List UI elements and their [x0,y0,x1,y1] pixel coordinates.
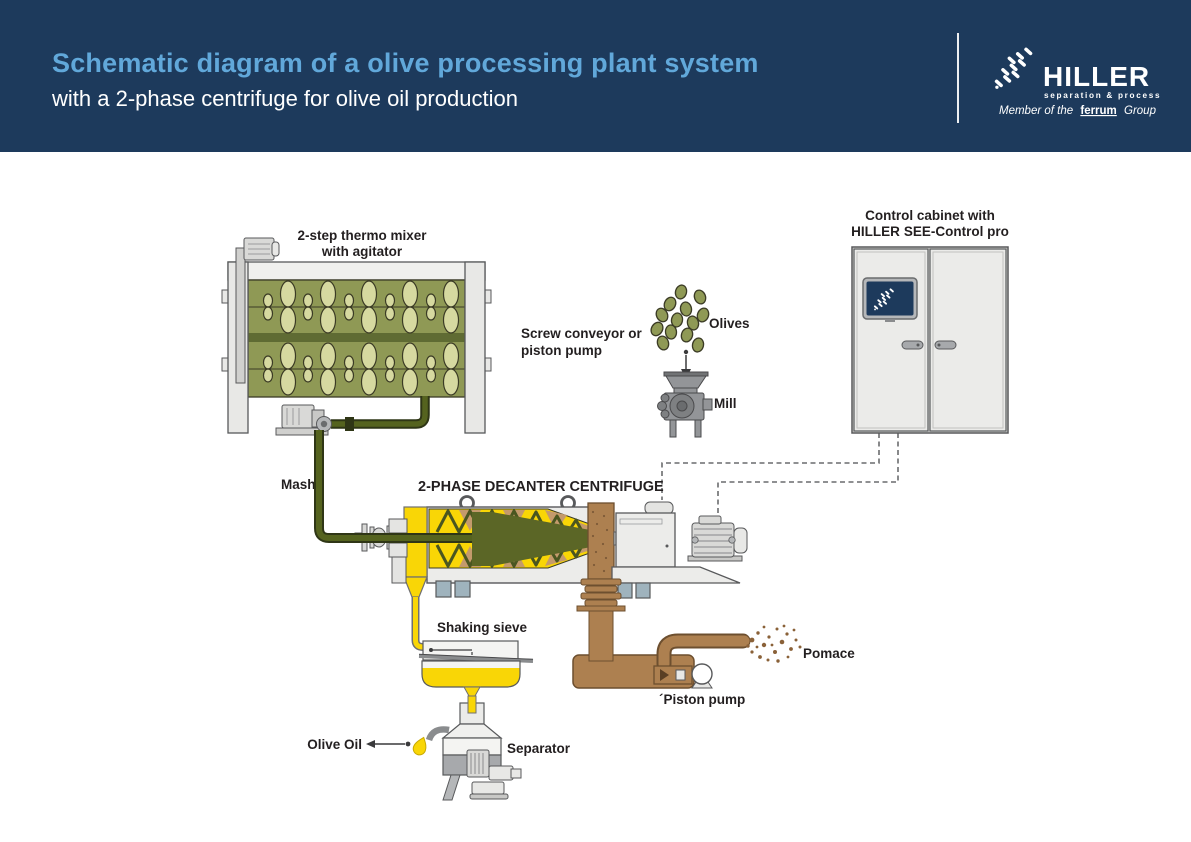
solids-discharge-column [587,502,615,580]
machine-base-frame [611,566,741,584]
mash-label: Mash [281,477,316,492]
agitator-motor [235,237,280,384]
separator [425,686,522,801]
header-banner: Schematic diagram of a olive processing … [0,0,1191,152]
olive-oil-output [366,736,427,756]
agitator-paddles [262,280,460,396]
control-signal-lines [661,433,899,516]
pomace-system [572,578,802,689]
mill [657,371,713,438]
separator-label: Separator [507,741,571,756]
logo-tagline: separation & process [1044,91,1161,100]
cabinet-label-line1: Control cabinet with [865,208,995,223]
page-title: Schematic diagram of a olive processing … [52,48,759,78]
screw-hub-cone [472,512,612,566]
screw-conveyor-label-line2: piston pump [521,343,602,358]
page-subtitle: with a 2-phase centrifuge for olive oil … [52,86,518,111]
oil-droplet-icon [412,736,427,756]
pomace-spray [746,624,802,663]
front-hub [388,518,408,584]
olives-label: Olives [709,316,750,331]
mash-pump [275,404,329,436]
pomace-label: Pomace [803,646,855,661]
thermo-mixer-label-line1: 2-step thermo mixer [297,228,427,243]
cabinet-door-left [853,248,929,432]
screw-conveyor-label-line1: Screw conveyor or [521,326,643,341]
gearbox [613,501,676,568]
machine-feet [435,580,651,599]
piston-pump [653,663,713,689]
door-handle-right [934,340,957,350]
header-divider [957,33,959,123]
oil-spout [425,726,450,742]
mash-pipe [314,396,488,543]
hiller-logo: HILLER separation & process Member of th… [994,46,1161,117]
thermo-mixer: 2-step thermo mixer with agitator [221,228,492,436]
see-control-screen [862,277,918,322]
thermo-mixer-label-line2: with agitator [321,244,403,259]
logo-brand: HILLER [1043,61,1150,92]
logo-membership: Member of the ferrum Group [999,105,1157,117]
cabinet-door-right [929,248,1007,432]
piston-pump-label: ´Piston pump [659,692,745,707]
decanter-label: 2-PHASE DECANTER CENTRIFUGE [418,479,664,495]
olives [650,284,710,353]
shaking-sieve [418,640,534,688]
mill-label: Mill [714,396,737,411]
olive-oil-label: Olive Oil [307,737,362,752]
door-handle-left [901,340,924,350]
shaking-sieve-label: Shaking sieve [437,620,528,635]
main-drive-motor [687,515,748,562]
